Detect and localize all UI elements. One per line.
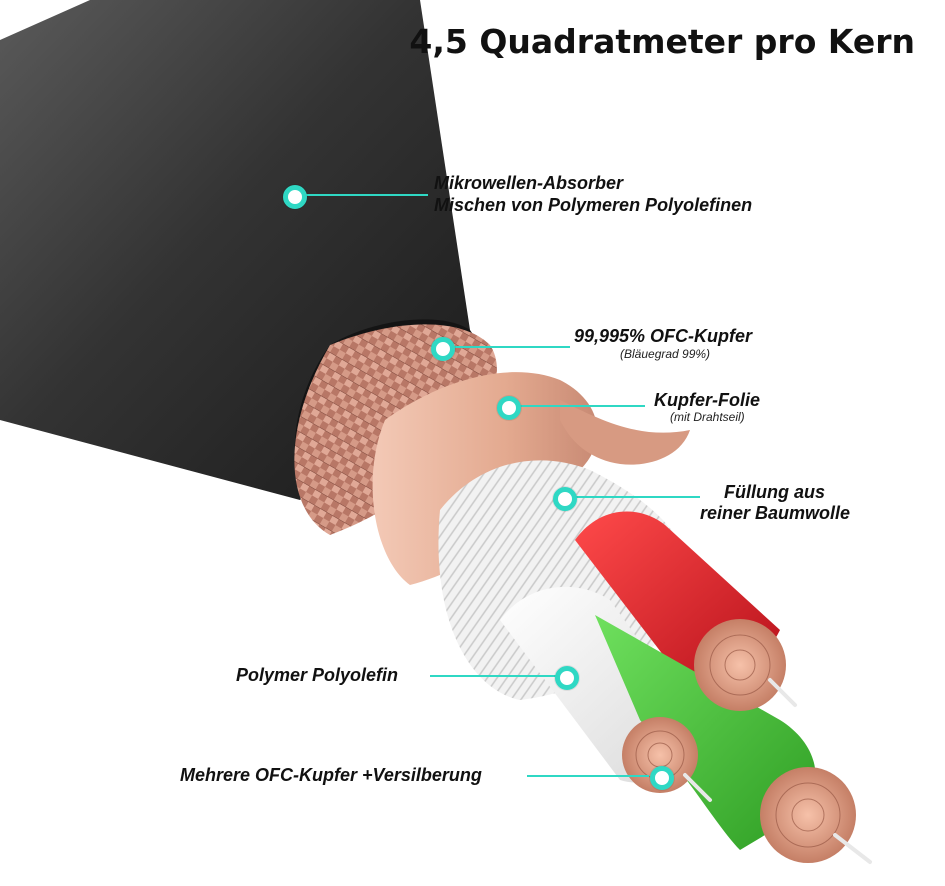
conductors-label: Mehrere OFC-Kupfer +Versilberung bbox=[180, 765, 482, 785]
green-core bbox=[595, 615, 816, 850]
polymer-label: Polymer Polyolefin bbox=[236, 665, 399, 685]
fill-label-line1: Füllung aus bbox=[724, 482, 825, 502]
white-conductor-end bbox=[622, 717, 698, 793]
fill-label-line2: reiner Baumwolle bbox=[700, 503, 851, 523]
polymer-callout-dot bbox=[555, 666, 579, 690]
polymer-callout-line bbox=[430, 675, 556, 677]
red-conductor-end bbox=[694, 619, 786, 711]
fill-callout-dot bbox=[553, 487, 577, 511]
foil-callout-line bbox=[515, 405, 645, 407]
page-title: 4,5 Quadratmeter pro Kern bbox=[409, 22, 915, 61]
conductors-callout-dot bbox=[650, 766, 674, 790]
green-conductor-end bbox=[760, 767, 856, 863]
absorber-label-line2: Mischen von Polymeren Polyolefinen bbox=[434, 195, 753, 215]
ofc-sublabel: (Bläuegrad 99%) bbox=[620, 347, 711, 361]
conductors-callout-line bbox=[527, 775, 649, 777]
foil-label: Kupfer-Folie bbox=[654, 390, 760, 410]
ofc-callout-line bbox=[450, 346, 570, 348]
absorber-label-line1: Mikrowellen-Absorber bbox=[434, 173, 624, 193]
foil-sublabel: (mit Drahtseil) bbox=[670, 410, 745, 424]
foil-tail bbox=[560, 400, 690, 465]
absorber-callout-line bbox=[300, 194, 428, 196]
ofc-label: 99,995% OFC-Kupfer bbox=[574, 326, 753, 346]
foil-callout-dot bbox=[497, 396, 521, 420]
ofc-callout-dot bbox=[431, 337, 455, 361]
fill-callout-line bbox=[572, 496, 700, 498]
absorber-callout-dot bbox=[283, 185, 307, 209]
